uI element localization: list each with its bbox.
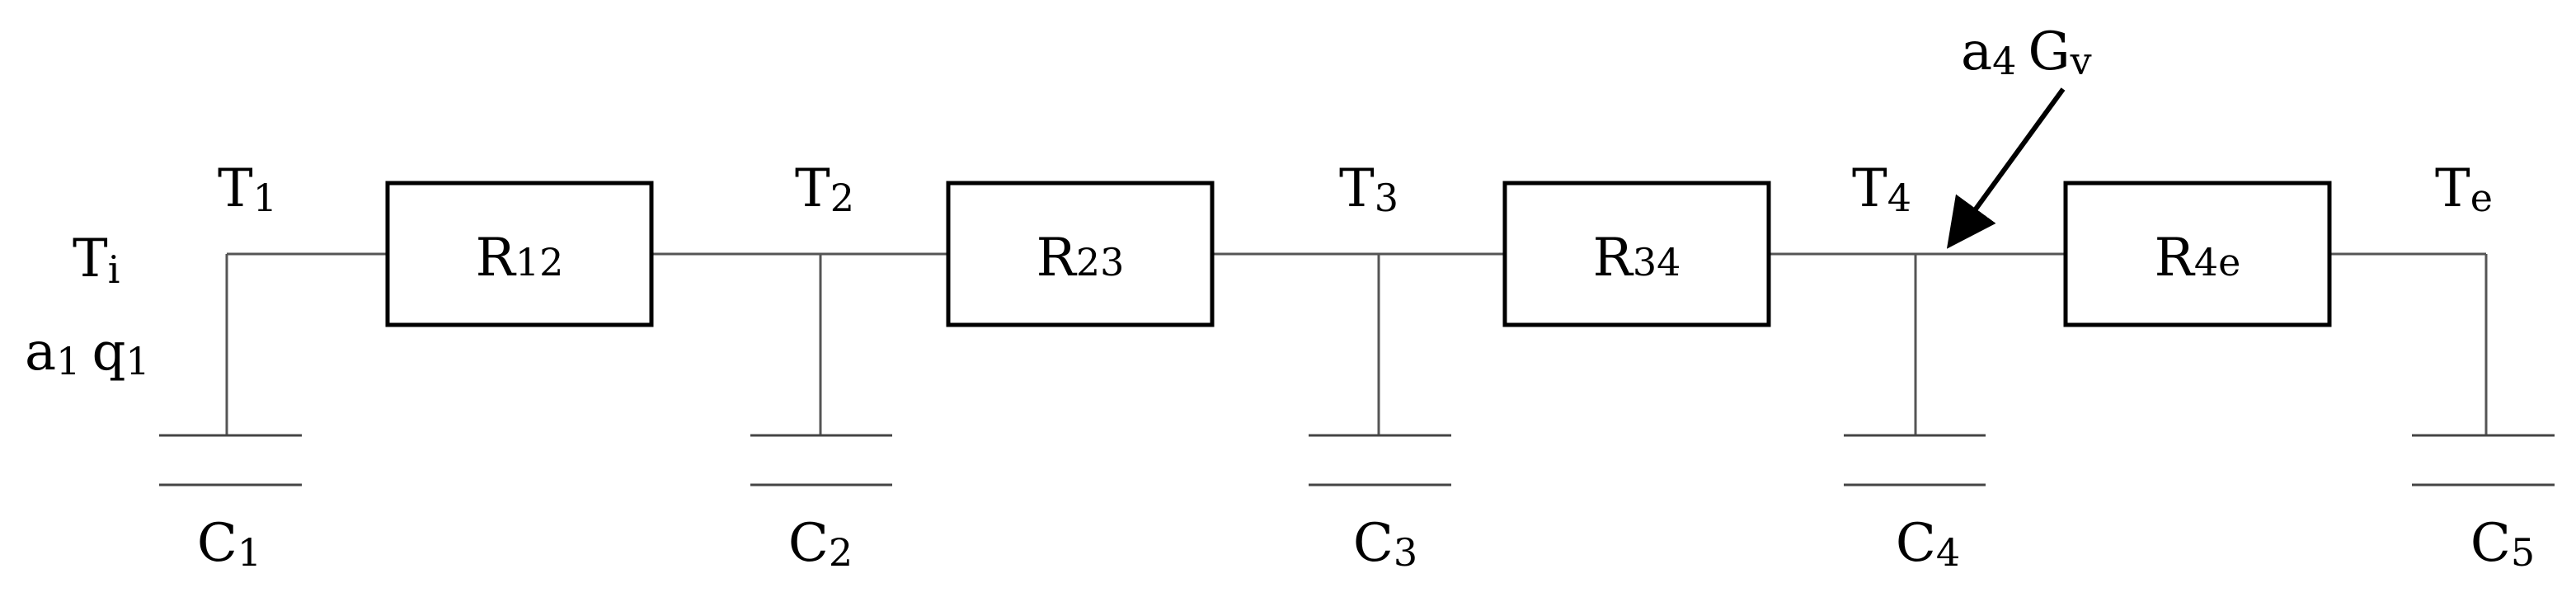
node-t4-label: T4 [1852,158,1911,220]
node-t2-label: T2 [795,158,854,220]
resistor-r34-label: R34 [1593,228,1681,289]
capacitor-c2-label: C2 [788,513,853,575]
resistor-r23-box [946,181,1215,327]
capacitor-c3-label: C3 [1353,513,1417,575]
resistor-r4e-box [2063,181,2332,327]
resistor-r12-box [385,181,654,327]
source-temperature-label: Ti [73,228,120,292]
resistor-r34-box [1502,181,1771,327]
capacitor-c5-label: C5 [2470,513,2535,575]
capacitor-c5 [2412,434,2555,487]
gain-arrow [1946,87,2066,249]
resistor-r4e-label: R4e [2155,228,2241,289]
capacitor-c1 [159,434,302,487]
capacitor-c3 [1309,434,1451,487]
resistor-r12-label: R12 [476,228,564,289]
node-te-label: Te [2435,158,2493,220]
node-t1-label: T1 [218,158,277,220]
capacitor-c4 [1844,434,1986,487]
capacitor-c4-label: C4 [1896,513,1960,575]
capacitor-c2 [750,434,892,487]
capacitor-c1-label: C1 [197,513,261,575]
resistor-r23-label: R23 [1037,228,1125,289]
node-t3-label: T3 [1339,158,1398,220]
